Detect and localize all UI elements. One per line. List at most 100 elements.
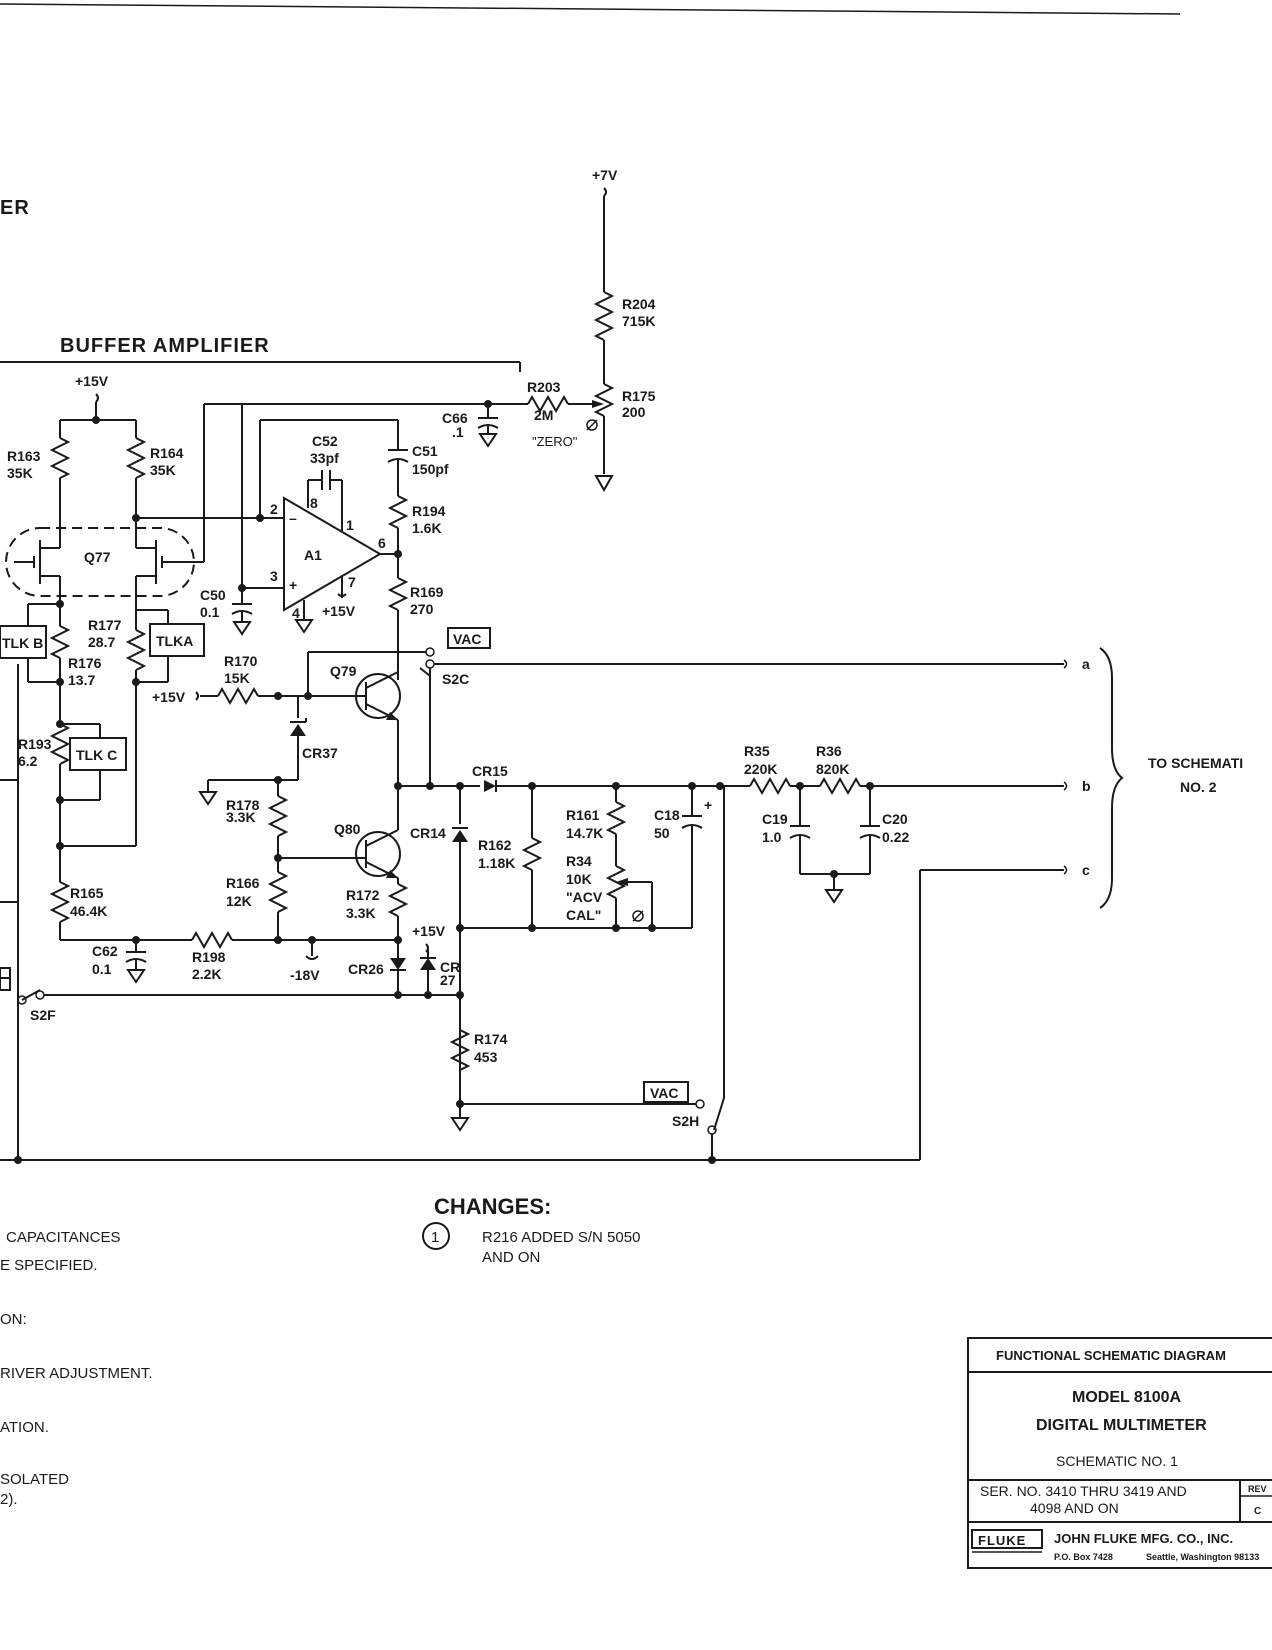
- r198-value: 2.2K: [192, 966, 222, 982]
- cr37-label: CR37: [302, 745, 338, 761]
- c51-ref: C51: [412, 443, 438, 459]
- r36-value: 820K: [816, 761, 849, 777]
- r35-value: 220K: [744, 761, 777, 777]
- note-line-5: ATION.: [0, 1419, 49, 1436]
- c66-value: .1: [452, 424, 464, 440]
- s2f-label: S2F: [30, 1007, 56, 1023]
- r172-value: 3.3K: [346, 905, 376, 921]
- r161-value: 14.7K: [566, 825, 603, 841]
- cr26-label: CR26: [348, 961, 384, 977]
- to-schematic-line2: NO. 2: [1180, 779, 1217, 795]
- r178-ref: R178: [226, 797, 260, 813]
- a1-plus: +: [289, 577, 297, 593]
- rail-plus15v-a1: +15V: [322, 603, 356, 619]
- r198-ref: R198: [192, 949, 226, 965]
- vac-label-1: VAC: [453, 631, 482, 647]
- r203-value: 2M: [534, 407, 553, 423]
- note-line-3: ON:: [0, 1311, 27, 1328]
- r162-ref: R162: [478, 837, 512, 853]
- title-block-schematic-no: SCHEMATIC NO. 1: [1056, 1453, 1178, 1469]
- r193-value: 6.2: [18, 753, 38, 769]
- title-block-rev-value: C: [1254, 1506, 1261, 1517]
- q77-label: Q77: [84, 549, 111, 565]
- r166-ref: R166: [226, 875, 260, 891]
- changes-item-number: 1: [431, 1229, 439, 1246]
- s2h-label: S2H: [672, 1113, 699, 1129]
- acv-label: "ACV: [566, 889, 603, 905]
- a1-pin3: 3: [270, 568, 278, 584]
- terminal-b: b: [1082, 778, 1091, 794]
- title-block-serial-1: SER. NO. 3410 THRU 3419 AND: [980, 1483, 1187, 1499]
- cr14-label: CR14: [410, 825, 446, 841]
- title-block-city: Seattle, Washington 98133: [1146, 1552, 1259, 1562]
- r169-ref: R169: [410, 584, 444, 600]
- r204-value: 715K: [622, 313, 655, 329]
- r203-ref: R203: [527, 379, 561, 395]
- rail-minus18v: -18V: [290, 967, 320, 983]
- r176-ref: R176: [68, 655, 102, 671]
- r194-ref: R194: [412, 503, 446, 519]
- r194-value: 1.6K: [412, 520, 442, 536]
- a1-pin8: 8: [310, 495, 318, 511]
- title-block-serial-2: 4098 AND ON: [1030, 1500, 1119, 1516]
- r36-ref: R36: [816, 743, 842, 759]
- r177-ref: R177: [88, 617, 122, 633]
- q79-label: Q79: [330, 663, 357, 679]
- c20-value: 0.22: [882, 829, 909, 845]
- partial-heading: ER: [0, 197, 30, 219]
- c52-value: 33pf: [310, 450, 339, 466]
- r165-value: 46.4K: [70, 903, 107, 919]
- r166-value: 12K: [226, 893, 252, 909]
- r165-ref: R165: [70, 885, 104, 901]
- r204-ref: R204: [622, 296, 656, 312]
- r176-value: 13.7: [68, 672, 95, 688]
- tlkc-label: TLK C: [76, 747, 117, 763]
- changes-item-line1: R216 ADDED S/N 5050: [482, 1229, 640, 1246]
- cr15-label: CR15: [472, 763, 508, 779]
- r34-value: 10K: [566, 871, 592, 887]
- c50-value: 0.1: [200, 604, 220, 620]
- s2c-label: S2C: [442, 671, 469, 687]
- title-block-header: FUNCTIONAL SCHEMATIC DIAGRAM: [996, 1348, 1226, 1363]
- a1-pin6: 6: [378, 535, 386, 551]
- c18-plus: +: [704, 797, 712, 813]
- title-block-product: DIGITAL MULTIMETER: [1036, 1417, 1207, 1434]
- note-line-1: CAPACITANCES: [6, 1229, 120, 1246]
- title-block: FUNCTIONAL SCHEMATIC DIAGRAM MODEL 8100A…: [967, 1337, 1272, 1569]
- title-block-po-box: P.O. Box 7428: [1054, 1552, 1113, 1562]
- cr27-label-a: CR: [440, 959, 460, 975]
- r35-ref: R35: [744, 743, 770, 759]
- r163-ref: R163: [7, 448, 41, 464]
- r170-value: 15K: [224, 670, 250, 686]
- tlka-label: TLKA: [156, 633, 193, 649]
- r193-ref: R193: [18, 736, 52, 752]
- r162-value: 1.18K: [478, 855, 515, 871]
- a1-minus: –: [289, 510, 297, 526]
- to-schematic-line1: TO SCHEMATI: [1148, 755, 1243, 771]
- cr27-label-b: 27: [440, 972, 456, 988]
- note-line-4: RIVER ADJUSTMENT.: [0, 1365, 153, 1382]
- title-block-company: JOHN FLUKE MFG. CO., INC.: [1054, 1531, 1233, 1546]
- rail-plus15v-cr: +15V: [412, 923, 446, 939]
- r178-value: 3.3K: [226, 809, 256, 825]
- rail-plus15v-r170: +15V: [152, 689, 186, 705]
- c19-ref: C19: [762, 811, 788, 827]
- c20-ref: C20: [882, 811, 908, 827]
- changes-title: CHANGES:: [434, 1194, 551, 1219]
- a1-pin7: 7: [348, 574, 356, 590]
- note-line-7: 2).: [0, 1491, 18, 1508]
- c18-value: 50: [654, 825, 670, 841]
- a1-label: A1: [304, 547, 322, 563]
- r169-value: 270: [410, 601, 434, 617]
- rail-plus15v-top: +15V: [75, 373, 109, 389]
- cal-label: CAL": [566, 907, 601, 923]
- a1-pin1: 1: [346, 517, 354, 533]
- r170-ref: R170: [224, 653, 258, 669]
- a1-pin2: 2: [270, 501, 278, 517]
- title-block-rev-label: REV: [1248, 1484, 1267, 1494]
- r172-ref: R172: [346, 887, 380, 903]
- c18-ref: C18: [654, 807, 680, 823]
- r175-value: 200: [622, 404, 646, 420]
- c52-ref: C52: [312, 433, 338, 449]
- changes-item-line2: AND ON: [482, 1249, 540, 1266]
